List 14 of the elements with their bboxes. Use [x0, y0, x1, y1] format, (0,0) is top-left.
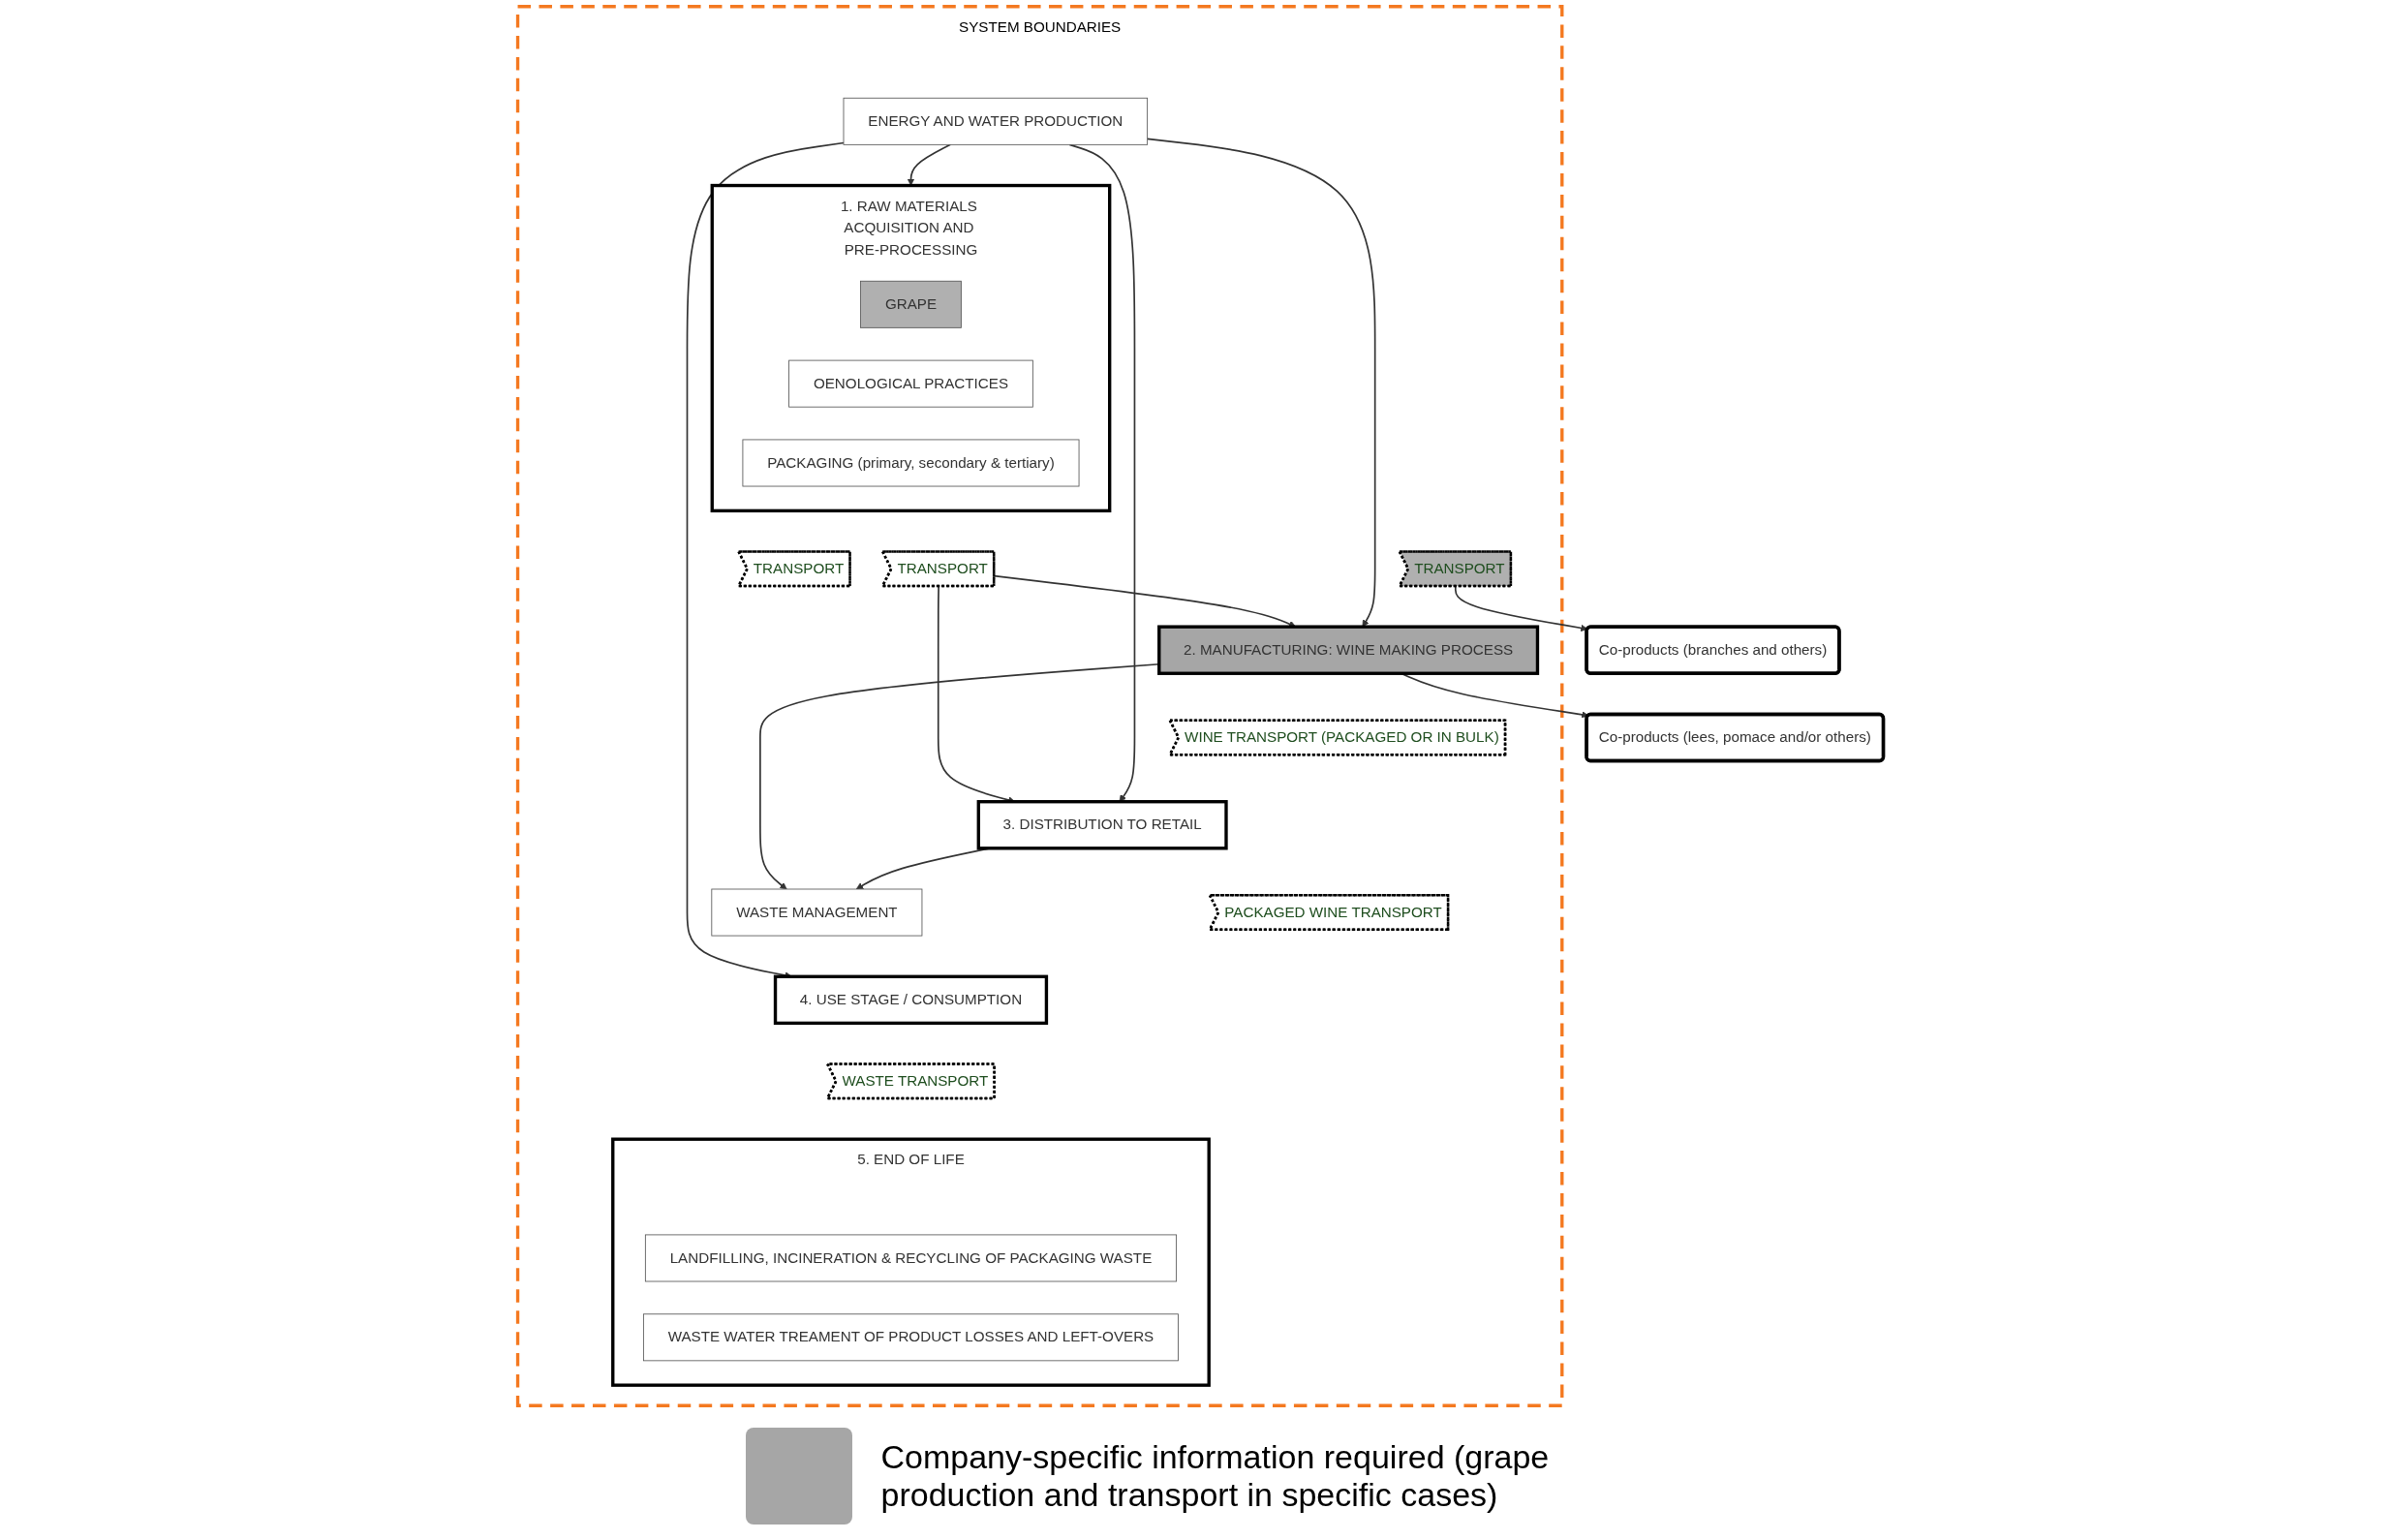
node-box: 2. MANUFACTURING: WINE MAKING PROCESS	[1157, 625, 1540, 675]
arrow	[1454, 585, 1588, 632]
arrow	[1146, 138, 1376, 628]
legend-text: Company-specific information required (grape production and transport in specific cases)	[880, 1438, 1551, 1514]
node-box: WASTE MANAGEMENT	[711, 888, 923, 937]
node-box: GRAPE	[860, 280, 962, 328]
node-box: ENERGY AND WATER PRODUCTION	[843, 97, 1148, 145]
node-box: LANDFILLING, INCINERATION & RECYCLING OF PACKAGING WASTE	[644, 1234, 1177, 1282]
node-box: OENOLOGICAL PRACTICES	[788, 359, 1033, 408]
node-box: 4. USE STAGE / CONSUMPTION	[773, 974, 1049, 1026]
arrow	[907, 143, 952, 186]
node-box: PACKAGING (primary, secondary & tertiary)	[742, 439, 1080, 487]
node-box: 3. DISTRIBUTION TO RETAIL	[976, 800, 1228, 850]
node-box: WASTE WATER TREAMENT OF PRODUCT LOSSES AND LEFT-OVERS	[642, 1313, 1179, 1362]
